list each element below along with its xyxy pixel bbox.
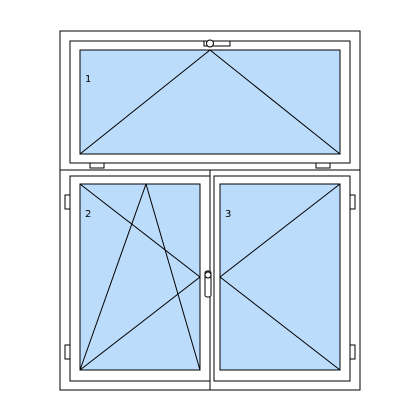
pane-1-handle-icon[interactable]	[203, 39, 231, 48]
pane-1-opening-line-right	[209, 49, 341, 155]
pane-2-hinge-top	[64, 194, 71, 210]
pane-3-hinge-bottom	[349, 344, 356, 360]
pane-3: 3	[213, 175, 356, 382]
pane-2-tilt-line-right	[145, 183, 201, 371]
pane-3-glass	[219, 183, 341, 371]
pane-3-opening-line-bottom	[219, 276, 341, 371]
pane-1: 1	[69, 39, 351, 169]
pane-1-opening-line-left	[79, 49, 211, 155]
pane-2-opening-line-top	[79, 183, 201, 278]
pane-2-handle-icon[interactable]	[204, 270, 212, 298]
pane-2-opening-line-bottom	[79, 276, 201, 371]
pane-3-opening-line-top	[219, 183, 341, 278]
pane-1-glass	[79, 49, 341, 155]
pane-2-glass	[79, 183, 201, 371]
pane-2-tilt-line-left	[79, 183, 147, 371]
pane-2-hinge-bottom	[64, 344, 71, 360]
pane-1-number: 1	[85, 74, 91, 85]
pane-1-hinge-right	[315, 162, 331, 169]
pane-2-number: 2	[85, 209, 91, 220]
pane-3-hinge-top	[349, 194, 356, 210]
pane-2: 2	[64, 175, 211, 382]
pane-3-number: 3	[225, 209, 231, 220]
pane-1-hinge-left	[89, 162, 105, 169]
